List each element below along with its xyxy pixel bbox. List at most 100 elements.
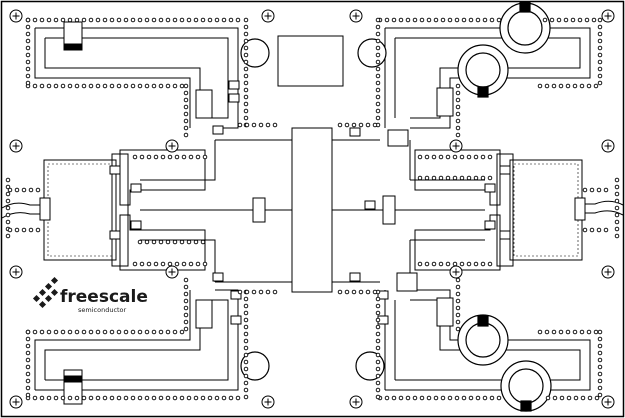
via-dot [172, 395, 178, 401]
via-dot [32, 83, 38, 89]
via-dot [475, 395, 481, 401]
via-dot [589, 227, 595, 233]
trace-top-right [384, 27, 591, 129]
via-dot [375, 331, 381, 337]
via-dot [455, 132, 461, 138]
via-dot [202, 261, 208, 267]
via-dot [375, 359, 381, 365]
via-dot [243, 296, 249, 302]
via-dot [74, 395, 80, 401]
via-dot [545, 395, 551, 401]
via-dot [455, 97, 461, 103]
via-dot [597, 385, 603, 391]
via-dot [375, 345, 381, 351]
via-dot [132, 154, 138, 160]
via-dot [365, 289, 371, 295]
smd-pad [364, 200, 376, 210]
via-dot [431, 154, 437, 160]
via-dot [265, 289, 271, 295]
via-dot [179, 329, 185, 335]
via-dot [426, 17, 432, 23]
via-dot [146, 261, 152, 267]
via-dot [167, 154, 173, 160]
via-dot [452, 154, 458, 160]
via-dot [153, 261, 159, 267]
via-dot [160, 154, 166, 160]
mounting-hole [601, 139, 615, 153]
via-dot [424, 261, 430, 267]
via-dot [251, 289, 257, 295]
via-dot [480, 175, 486, 181]
via-dot [551, 83, 557, 89]
via-dot [468, 395, 474, 401]
via-dot [489, 395, 495, 401]
via-dot [461, 17, 467, 23]
via-dot [109, 17, 115, 23]
via-dot [144, 329, 150, 335]
via-dot [183, 312, 189, 318]
mounting-hole [9, 9, 23, 23]
via-dot [183, 118, 189, 124]
via-dot [243, 45, 249, 51]
via-dot [144, 239, 150, 245]
via-dot [193, 395, 199, 401]
via-dot [14, 187, 20, 193]
smd-pad [499, 230, 511, 240]
via-dot [375, 115, 381, 121]
via-dot [25, 336, 31, 342]
via-dot [565, 329, 571, 335]
smd-pad [212, 125, 224, 135]
via-dot [5, 233, 11, 239]
via-dot [417, 175, 423, 181]
via-dot [440, 395, 446, 401]
via-dot [81, 395, 87, 401]
mounting-hole [165, 139, 179, 153]
via-dot [587, 395, 593, 401]
via-dot [228, 395, 234, 401]
freescale-logo-icon [32, 276, 59, 309]
via-dot [556, 17, 562, 23]
via-dot [25, 392, 31, 398]
via-dot [172, 83, 178, 89]
mounting-hole [261, 395, 275, 409]
via-dot [455, 83, 461, 89]
via-dot [384, 17, 390, 23]
via-dot [243, 303, 249, 309]
via-dot [28, 227, 34, 233]
via-dot [419, 17, 425, 23]
freescale-logo: freescale semiconductor [32, 276, 148, 314]
via-dot [137, 329, 143, 335]
via-dot [243, 73, 249, 79]
via-dot [365, 122, 371, 128]
via-dot [237, 289, 243, 295]
via-dot [405, 395, 411, 401]
via-dot [14, 227, 20, 233]
via-dot [372, 122, 378, 128]
via-dot [5, 212, 11, 218]
via-dot [32, 17, 38, 23]
via-dot [243, 387, 249, 393]
via-dot [597, 80, 603, 86]
via-dot [165, 17, 171, 23]
via-dot [431, 261, 437, 267]
via-dot [375, 80, 381, 86]
via-dot [202, 154, 208, 160]
via-dot [116, 83, 122, 89]
via-dot [181, 154, 187, 160]
via-dot [28, 187, 34, 193]
via-dot [32, 395, 38, 401]
mounting-hole [9, 265, 23, 279]
via-dot [358, 122, 364, 128]
via-dot [412, 17, 418, 23]
via-dot [95, 17, 101, 23]
center-traces [140, 127, 485, 293]
via-dot [375, 352, 381, 358]
via-dot [116, 395, 122, 401]
via-dot [537, 83, 543, 89]
via-dot [137, 395, 143, 401]
via-dot [25, 329, 31, 335]
via-dots [5, 17, 620, 401]
via-dot [244, 289, 250, 295]
via-dot [243, 87, 249, 93]
